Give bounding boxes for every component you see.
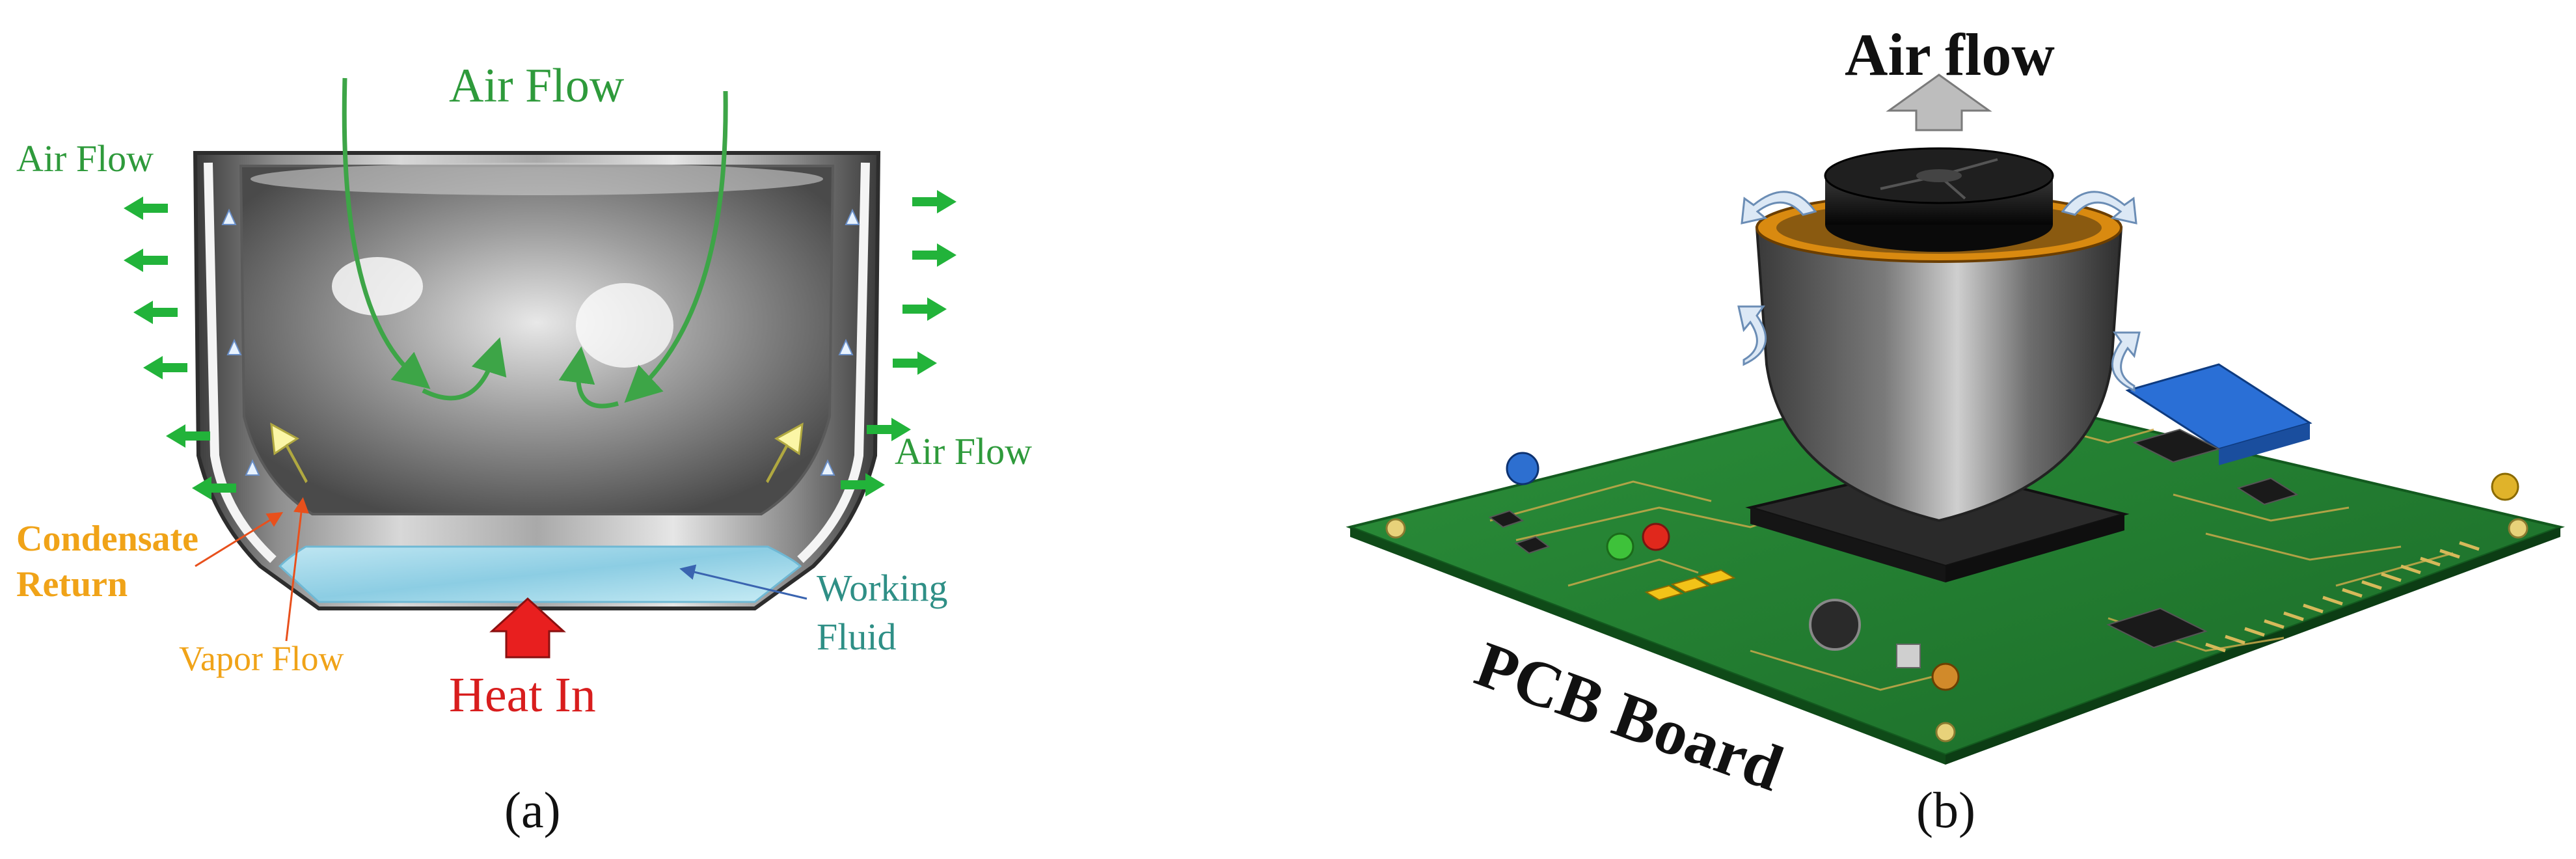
condensate-return-label-line2: Return <box>16 564 128 605</box>
heat-in-label: Heat In <box>449 668 596 722</box>
air-flow-right-label: Air Flow <box>895 430 1033 472</box>
vapor-arrows-right <box>820 208 860 476</box>
metal-can <box>1896 644 1921 668</box>
vapor-arrows-left <box>221 208 260 476</box>
condensate-yellow-arrows <box>270 422 804 484</box>
right-outflow-arrows <box>841 190 956 497</box>
yellow-capacitors <box>1644 569 1736 601</box>
right-wick-channel <box>797 162 870 564</box>
air-flow-left-label: Air Flow <box>16 137 154 180</box>
vapor-flow-pointer <box>285 497 309 642</box>
green-led <box>1606 532 1634 561</box>
working-fluid-label-line2: Fluid <box>817 616 897 658</box>
condensate-return-label-line1: Condensate <box>16 519 199 559</box>
cup-inner-cavity <box>239 165 835 515</box>
air-flow-up-arrow <box>1886 74 1992 131</box>
edge-contacts <box>2205 541 2480 653</box>
heat-sink-cup-diagram <box>124 77 956 659</box>
caption-b: (b) <box>1916 782 1975 838</box>
working-fluid-pointer <box>679 564 807 600</box>
condensate-pointer <box>195 511 284 567</box>
working-fluid-label-line1: Working <box>817 567 948 609</box>
heat-pipe-cup-body <box>1755 226 2123 523</box>
air-flow-label: Air flow <box>1845 21 2055 88</box>
inductor <box>1809 599 1861 651</box>
left-outflow-arrows <box>124 197 236 500</box>
red-led <box>1642 523 1670 551</box>
heat-in-arrow <box>489 597 566 659</box>
air-flow-top-label: Air Flow <box>449 59 625 113</box>
panel-a: Air Flow Air Flow Air Flow Condensate Re… <box>0 0 1132 859</box>
circulation-arrows <box>1737 191 2141 392</box>
pcb-board-edge <box>1350 527 1946 765</box>
air-flow-curves <box>342 77 728 409</box>
working-fluid-pool <box>278 545 802 603</box>
blue-capacitor <box>1506 452 1539 485</box>
panel-b: Air flow PCB Board (b) <box>1295 0 2576 859</box>
orange-coil <box>1931 662 1960 691</box>
caption-a: (a) <box>504 782 561 838</box>
vapor-flow-label: Vapor Flow <box>179 639 344 678</box>
left-wick-channel <box>204 162 277 564</box>
gold-component <box>2491 472 2519 501</box>
pcb-fan-illustration <box>1346 74 2565 765</box>
